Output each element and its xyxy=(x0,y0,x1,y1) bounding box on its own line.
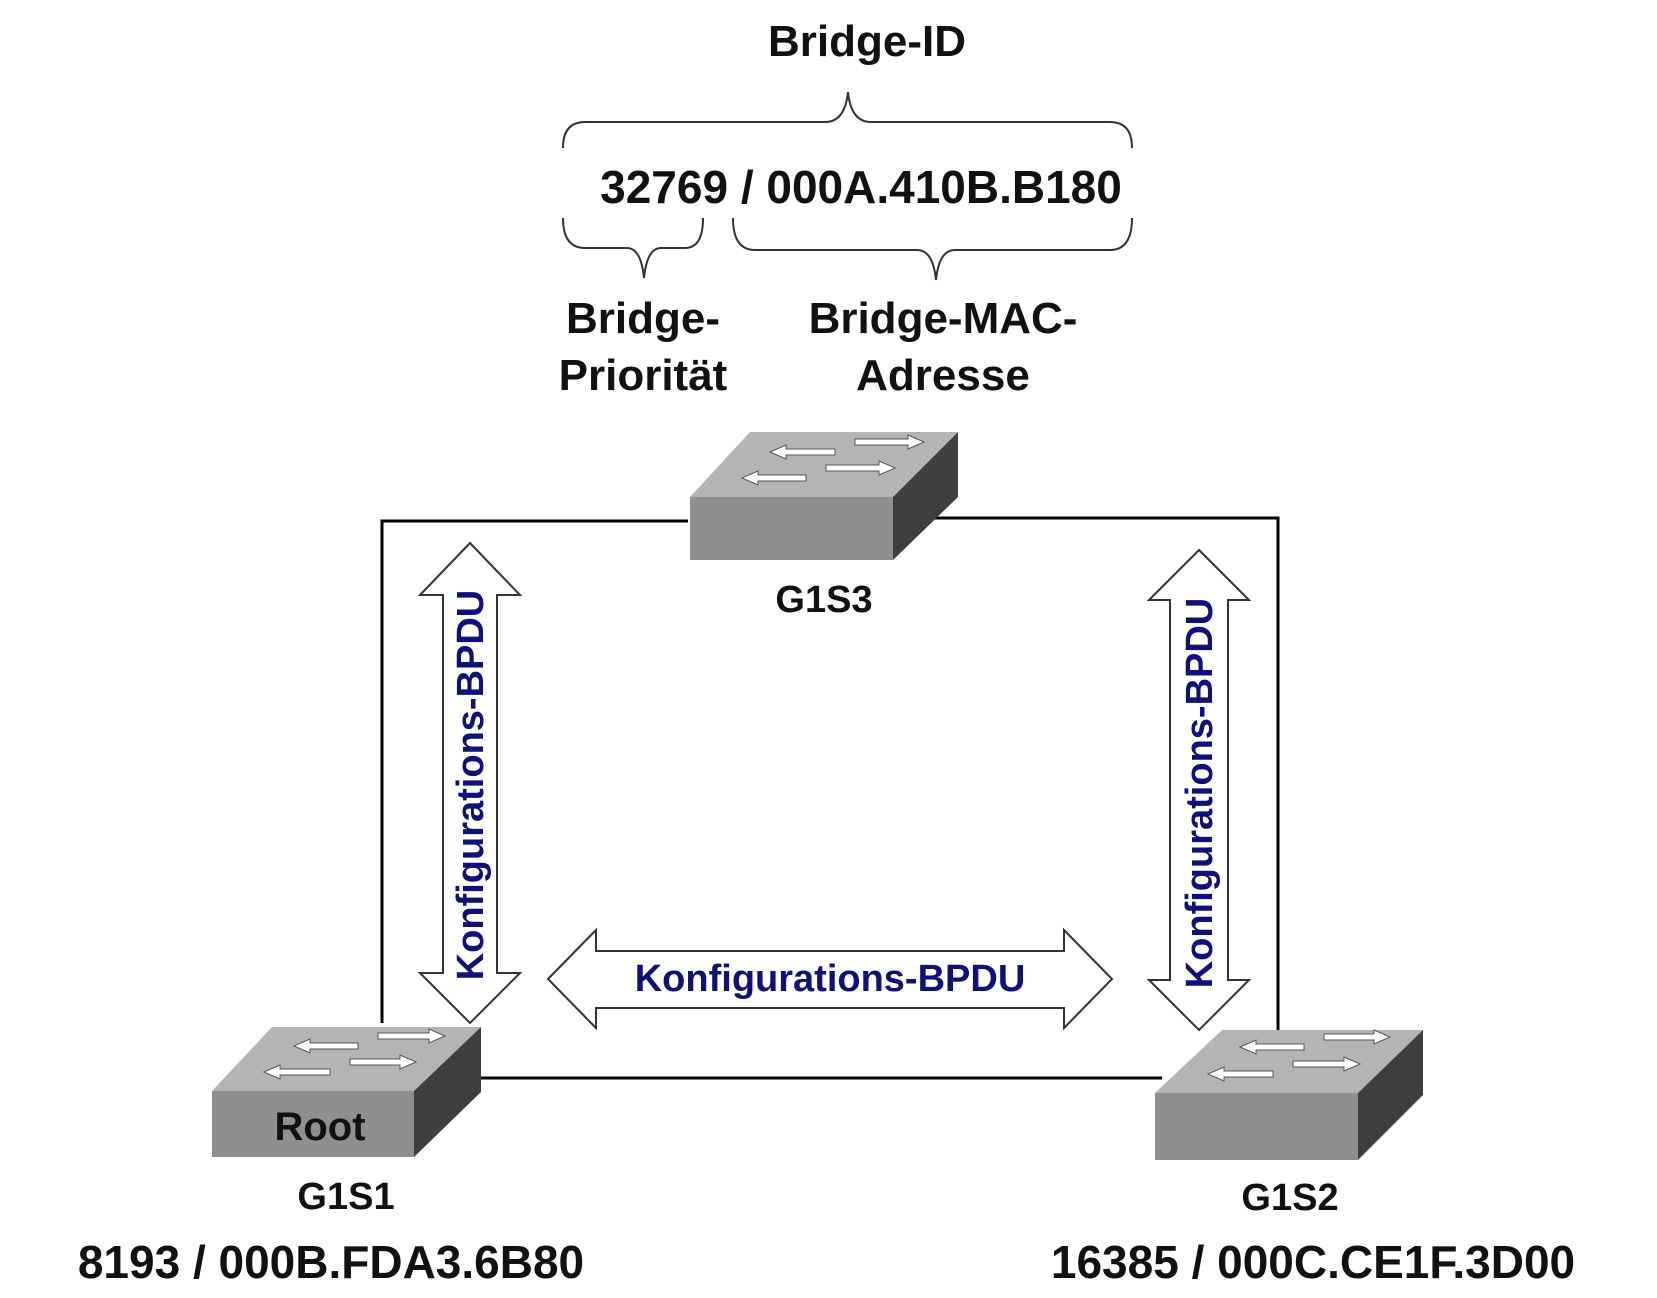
bpdu-bottom-double-arrow-icon xyxy=(546,927,1114,1031)
bpdu-bottom-label: Konfigurations-BPDU xyxy=(635,958,1026,1000)
bpdu-right-double-arrow-icon xyxy=(1146,548,1252,1032)
link-g1s1-g1s3 xyxy=(380,519,688,1023)
switch-g1s3-name: G1S3 xyxy=(775,579,872,621)
bpdu-right-label: Konfigurations-BPDU xyxy=(1179,598,1221,989)
priority-label-line2: Priorität xyxy=(559,351,728,400)
switch-g1s1-root-badge: Root xyxy=(274,1105,365,1149)
mac-label-line2: Adresse xyxy=(856,351,1030,400)
switch-g1s3-icon[interactable] xyxy=(690,432,958,560)
bridge-id-example: 32769 / 000A.410B.B180 xyxy=(600,161,1122,213)
switch-g1s1-name: G1S1 xyxy=(297,1176,394,1218)
switch-g1s1-bridge-id: 8193 / 000B.FDA3.6B80 xyxy=(78,1236,584,1288)
mac-brace-icon xyxy=(732,217,1133,281)
bpdu-left-double-arrow-icon xyxy=(417,541,523,1025)
mac-label-line1: Bridge-MAC- xyxy=(809,294,1078,343)
link-g1s3-g1s2 xyxy=(935,516,1280,1030)
priority-label-line1: Bridge- xyxy=(566,294,720,343)
switch-g1s2-icon[interactable] xyxy=(1155,1029,1423,1160)
priority-brace-icon xyxy=(562,217,704,279)
bridge-id-title: Bridge-ID xyxy=(768,17,966,66)
link-lines xyxy=(380,516,1280,1080)
switch-g1s2-bridge-id: 16385 / 000C.CE1F.3D00 xyxy=(1051,1236,1575,1288)
bpdu-left-label: Konfigurations-BPDU xyxy=(450,590,492,981)
switch-g1s1-icon[interactable] xyxy=(212,1027,481,1157)
switch-g1s2-name: G1S2 xyxy=(1241,1177,1338,1219)
bridge-id-brace-icon xyxy=(562,91,1133,149)
